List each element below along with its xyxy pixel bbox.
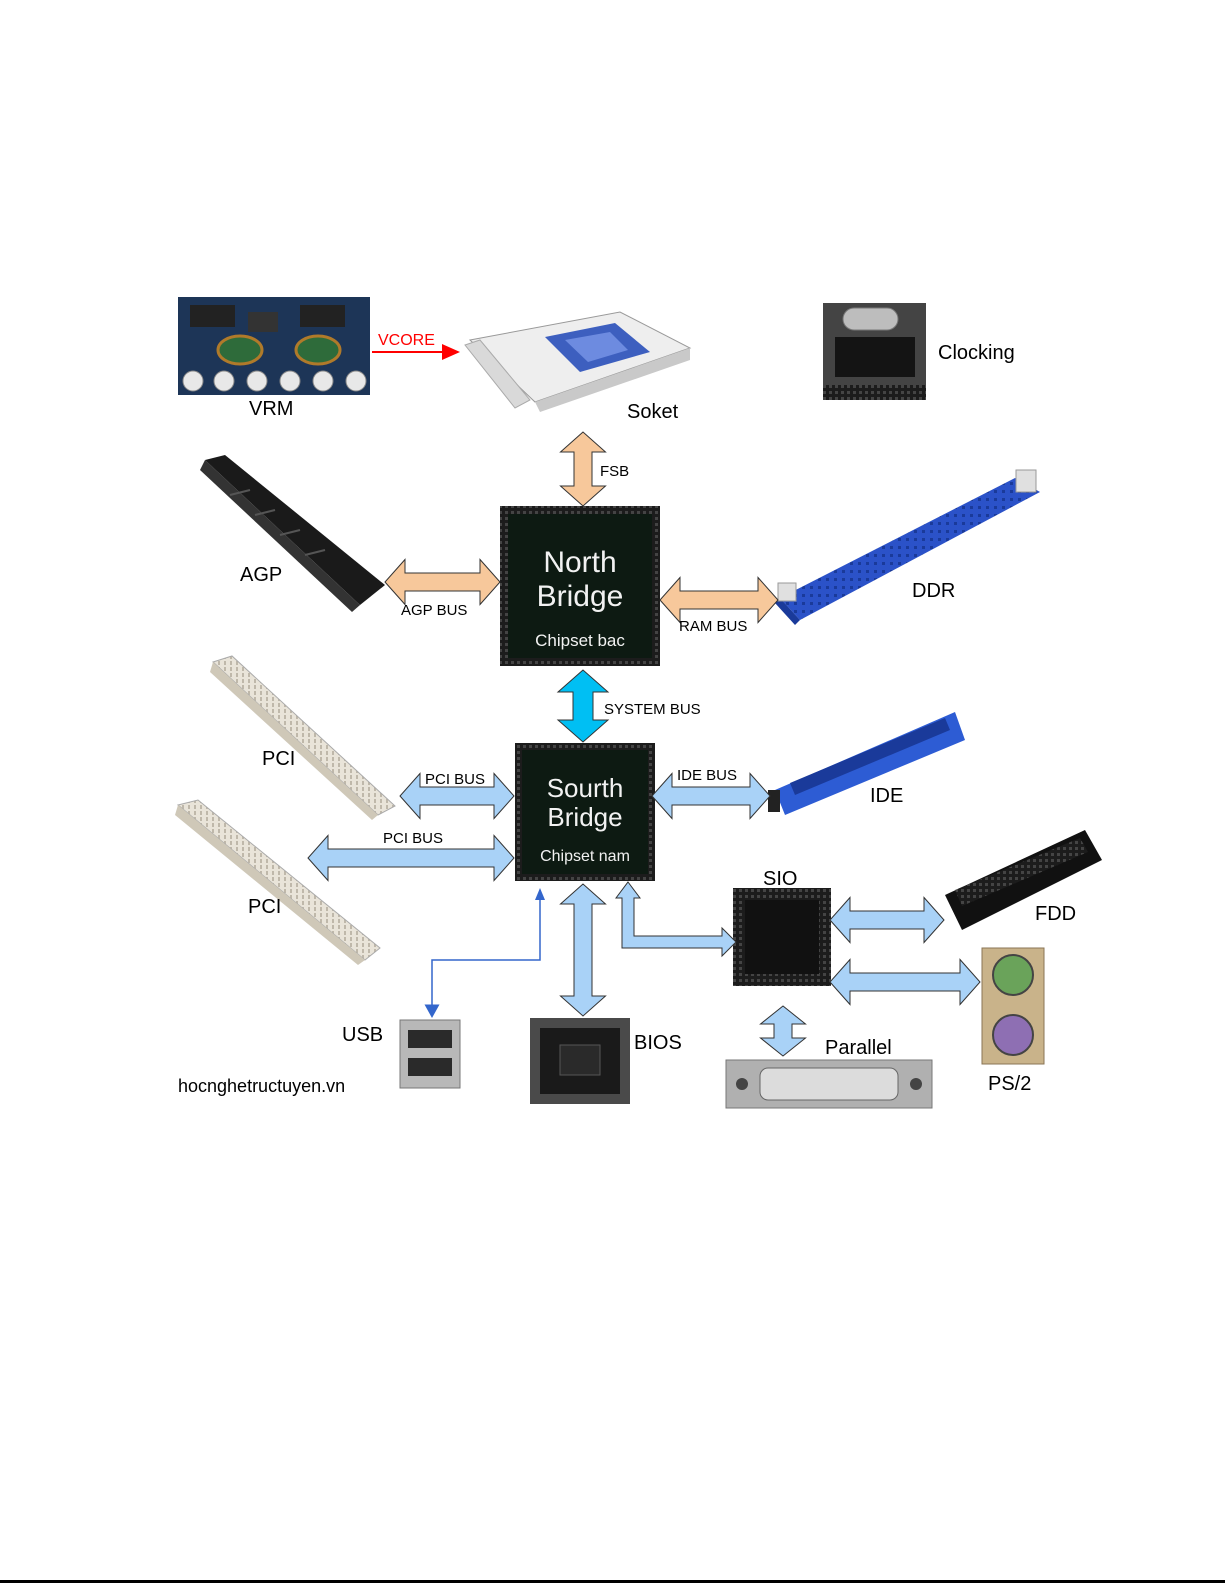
vrm-label: VRM xyxy=(249,398,293,421)
south-bridge-title-line2: Bridge xyxy=(522,803,648,832)
pci-bus-2-label: PCI BUS xyxy=(383,830,443,847)
agp-bus-label: AGP BUS xyxy=(401,602,467,619)
sio-label: SIO xyxy=(763,868,797,891)
fdd-arrow xyxy=(830,898,944,943)
bottom-rule xyxy=(0,1580,1225,1583)
usb-line xyxy=(432,890,540,1012)
bios-chip-image xyxy=(530,1018,630,1104)
vcore-label: VCORE xyxy=(378,332,435,350)
ide-connector-image xyxy=(768,712,965,815)
north-bridge-title-line2: Bridge xyxy=(508,580,652,614)
ide-label: IDE xyxy=(870,785,903,808)
clocking-label: Clocking xyxy=(938,342,1015,365)
ddr-slot-image xyxy=(775,470,1040,625)
north-bridge-subtitle: Chipset bac xyxy=(508,631,652,651)
system-bus-label: SYSTEM BUS xyxy=(604,701,701,718)
bios-arrow xyxy=(561,884,606,1016)
system-bus-arrow xyxy=(558,670,608,742)
sio-arrow xyxy=(616,882,736,956)
sio-chip-image xyxy=(733,888,831,986)
parallel-arrow xyxy=(761,1006,806,1056)
south-bridge-title-line1: Sourth xyxy=(522,774,648,803)
usb-label: USB xyxy=(342,1024,383,1047)
fsb-label: FSB xyxy=(600,463,629,480)
parallel-label: Parallel xyxy=(825,1037,892,1060)
ps2-arrow xyxy=(830,960,980,1005)
south-bridge-title: Sourth Bridge xyxy=(522,774,648,832)
north-bridge-title: North Bridge xyxy=(508,546,652,613)
fdd-label: FDD xyxy=(1035,903,1076,926)
pci-slot-bottom-image xyxy=(175,800,380,965)
ps2-label: PS/2 xyxy=(988,1073,1031,1096)
ps2-ports-image xyxy=(982,948,1044,1064)
socket-label: Soket xyxy=(627,401,678,424)
north-bridge-title-line1: North xyxy=(508,546,652,580)
watermark: hocnghetructuyen.vn xyxy=(178,1076,345,1097)
agp-label: AGP xyxy=(240,564,282,587)
usb-ports-image xyxy=(400,1020,460,1088)
pci-slot-top-image xyxy=(210,656,395,820)
pci-bus-1-label: PCI BUS xyxy=(425,771,485,788)
vrm-image xyxy=(178,297,370,395)
ram-bus-label: RAM BUS xyxy=(679,618,747,635)
agp-slot-image xyxy=(200,455,385,612)
pci-bottom-label: PCI xyxy=(248,896,281,919)
fdd-connector-image xyxy=(945,830,1102,930)
ram-bus-arrow xyxy=(660,578,778,623)
agp-bus-arrow xyxy=(385,560,500,605)
parallel-port-image xyxy=(726,1060,932,1108)
pci-top-label: PCI xyxy=(262,748,295,771)
ddr-label: DDR xyxy=(912,580,955,603)
fsb-arrow xyxy=(561,432,606,506)
south-bridge-subtitle: Chipset nam xyxy=(522,848,648,866)
cpu-socket-image xyxy=(465,312,690,412)
bios-label: BIOS xyxy=(634,1032,682,1055)
usb-line-head xyxy=(535,888,545,900)
clocking-image xyxy=(823,303,926,400)
ide-bus-label: IDE BUS xyxy=(677,767,737,784)
